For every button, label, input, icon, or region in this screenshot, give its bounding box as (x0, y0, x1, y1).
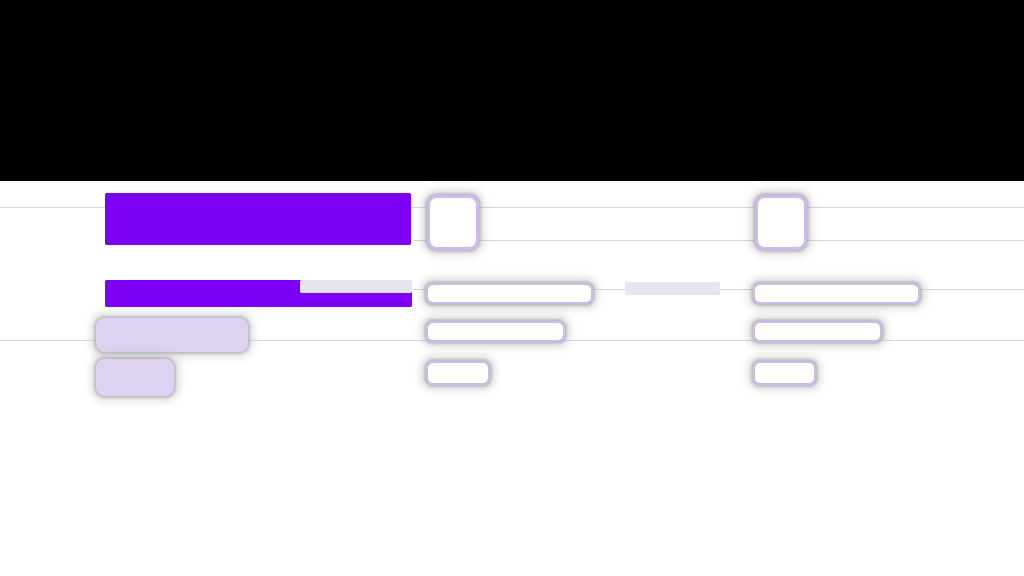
header-banner (0, 0, 1024, 181)
rule-line-2 (414, 240, 1024, 241)
label-chip-narrow (96, 359, 174, 396)
label-chip-wide (96, 318, 248, 352)
input-skeleton-right-2[interactable] (753, 321, 882, 342)
input-skeleton-middle-3[interactable] (426, 361, 490, 385)
title-placeholder (105, 193, 411, 245)
rule-line-1 (0, 207, 1024, 208)
input-skeleton-middle-2[interactable] (426, 321, 565, 342)
input-skeleton-right-1[interactable] (753, 283, 920, 304)
input-skeleton-middle-1[interactable] (426, 283, 593, 304)
subtitle-gray-segment (300, 280, 412, 293)
input-skeleton-right-3[interactable] (753, 361, 816, 385)
checkbox-skeleton-right[interactable] (755, 195, 807, 250)
caption-bar-placeholder (625, 282, 720, 295)
checkbox-skeleton-middle[interactable] (427, 195, 479, 250)
